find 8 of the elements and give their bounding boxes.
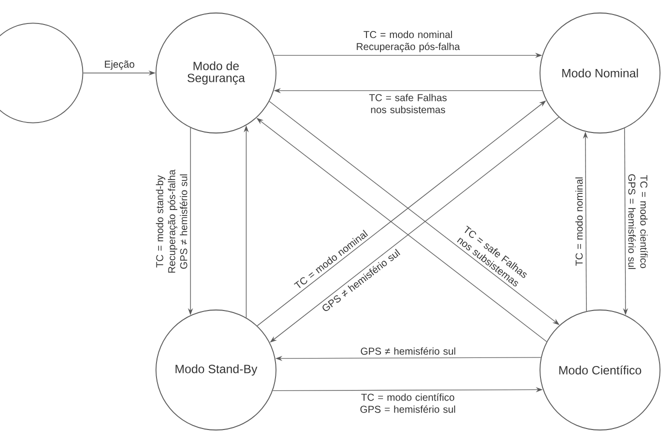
edge-label: TC = modo stand-by Recuperação pós-falha GPS ≠ hemisfério sul <box>156 170 188 273</box>
edge-label: Ejeção <box>104 60 134 70</box>
edge-label: TC = modo científico GPS = hemisfério sul <box>360 393 456 413</box>
edge-label: TC = modo nominal Recuperação pós-falha <box>356 30 460 52</box>
edge-label: TC = modo científico GPS = hemisfério sul <box>628 174 648 269</box>
edge-label: TC = safe Falhas nos subsistemas <box>369 94 447 114</box>
edge-label: GPS ≠ hemisfério sul <box>360 347 456 355</box>
edge-label: TC = modo nominal <box>575 177 583 266</box>
